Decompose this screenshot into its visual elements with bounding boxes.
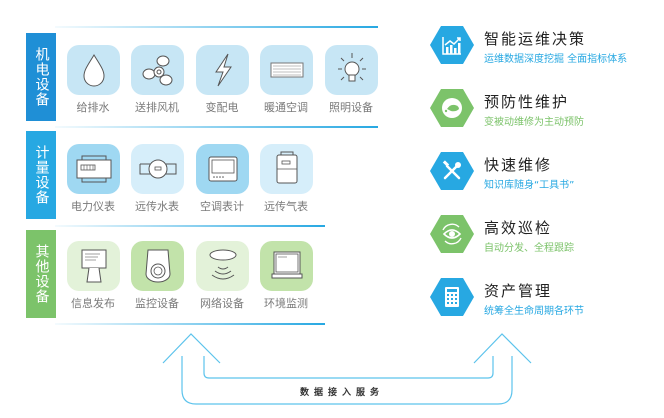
feature-asset-management: 资产管理 统筹全生命周期各环节 — [430, 278, 660, 328]
tile-label: 给排水 — [76, 101, 110, 114]
tile-label: 远传气表 — [264, 200, 308, 213]
chart-growth-icon — [442, 37, 461, 55]
divider-2 — [55, 225, 325, 227]
category-label: 机电设备 — [26, 33, 56, 121]
tile-label: 网络设备 — [200, 297, 244, 310]
environment-monitor-icon — [271, 251, 302, 279]
divider-1 — [55, 126, 378, 128]
ac-meter-icon — [208, 156, 237, 182]
water-drop-icon — [82, 54, 105, 87]
feature-subtitle: 运维数据深度挖掘 全面指标体系 — [484, 54, 628, 65]
tile-ac-meter[interactable] — [196, 144, 249, 194]
tools-icon — [442, 160, 461, 180]
tile-surveillance[interactable] — [131, 241, 184, 291]
feature-inspection: 高效巡检 自动分发、全程跟踪 — [430, 215, 660, 265]
feature-title: 智能运维决策 — [484, 30, 587, 48]
camera-icon — [144, 249, 171, 283]
tile-label: 电力仪表 — [71, 200, 115, 213]
tile-environment-monitor[interactable] — [260, 241, 313, 291]
tile-label: 环境监测 — [264, 297, 308, 310]
tile-info-display[interactable] — [67, 241, 120, 291]
feature-subtitle: 统筹全生命周期各环节 — [484, 306, 584, 317]
feature-badge — [430, 26, 474, 64]
tile-power-meter[interactable] — [67, 144, 120, 194]
tile-power-distribution[interactable] — [196, 45, 249, 95]
tile-label: 远传水表 — [135, 200, 179, 213]
gas-meter-icon — [276, 151, 297, 184]
light-bulb-icon — [337, 53, 366, 82]
feature-title: 快速维修 — [484, 156, 553, 174]
tile-label: 照明设备 — [329, 101, 373, 114]
tile-ventilation-fan[interactable] — [131, 45, 184, 95]
feature-repair: 快速维修 知识库随身“工具书” — [430, 152, 660, 202]
tile-label: 变配电 — [205, 101, 239, 114]
tile-label: 空调表计 — [200, 200, 244, 213]
water-meter-icon — [139, 159, 176, 179]
air-conditioner-icon — [270, 62, 303, 78]
wireless-router-icon — [209, 249, 236, 280]
tile-label: 信息发布 — [71, 297, 115, 310]
fan-icon — [142, 55, 172, 86]
oil-can-icon — [442, 98, 462, 118]
tile-hvac[interactable] — [260, 45, 313, 95]
info-display-icon — [81, 249, 106, 283]
feature-badge — [430, 215, 474, 253]
feature-decision: 智能运维决策 运维数据深度挖掘 全面指标体系 — [430, 26, 660, 76]
tile-label: 暖通空调 — [264, 101, 308, 114]
tile-water-meter[interactable] — [131, 144, 184, 194]
feature-subtitle: 知识库随身“工具书” — [484, 180, 575, 191]
feature-badge — [430, 89, 474, 127]
category-label: 计量设备 — [26, 131, 56, 219]
calculator-icon — [445, 287, 459, 307]
feature-preventive: 预防性维护 变被动维修为主动预防 — [430, 89, 660, 139]
power-meter-icon — [76, 155, 111, 183]
feature-title: 资产管理 — [484, 282, 553, 300]
feature-badge — [430, 278, 474, 316]
divider-top — [55, 26, 378, 28]
feature-title: 高效巡检 — [484, 219, 553, 237]
feature-subtitle: 变被动维修为主动预防 — [484, 117, 584, 128]
eye-cycle-icon — [442, 223, 462, 245]
feature-title: 预防性维护 — [484, 93, 570, 111]
tile-network[interactable] — [196, 241, 249, 291]
feature-badge — [430, 152, 474, 190]
divider-bottom — [55, 323, 325, 325]
tile-label: 监控设备 — [135, 297, 179, 310]
tile-gas-meter[interactable] — [260, 144, 313, 194]
tile-label: 送排风机 — [135, 101, 179, 114]
lightning-icon — [214, 53, 232, 87]
category-label: 其他设备 — [26, 230, 56, 318]
tile-water-supply[interactable] — [67, 45, 120, 95]
feature-subtitle: 自动分发、全程跟踪 — [484, 243, 574, 254]
tile-lighting[interactable] — [325, 45, 378, 95]
data-access-label: 数据接入服务 — [300, 388, 385, 398]
